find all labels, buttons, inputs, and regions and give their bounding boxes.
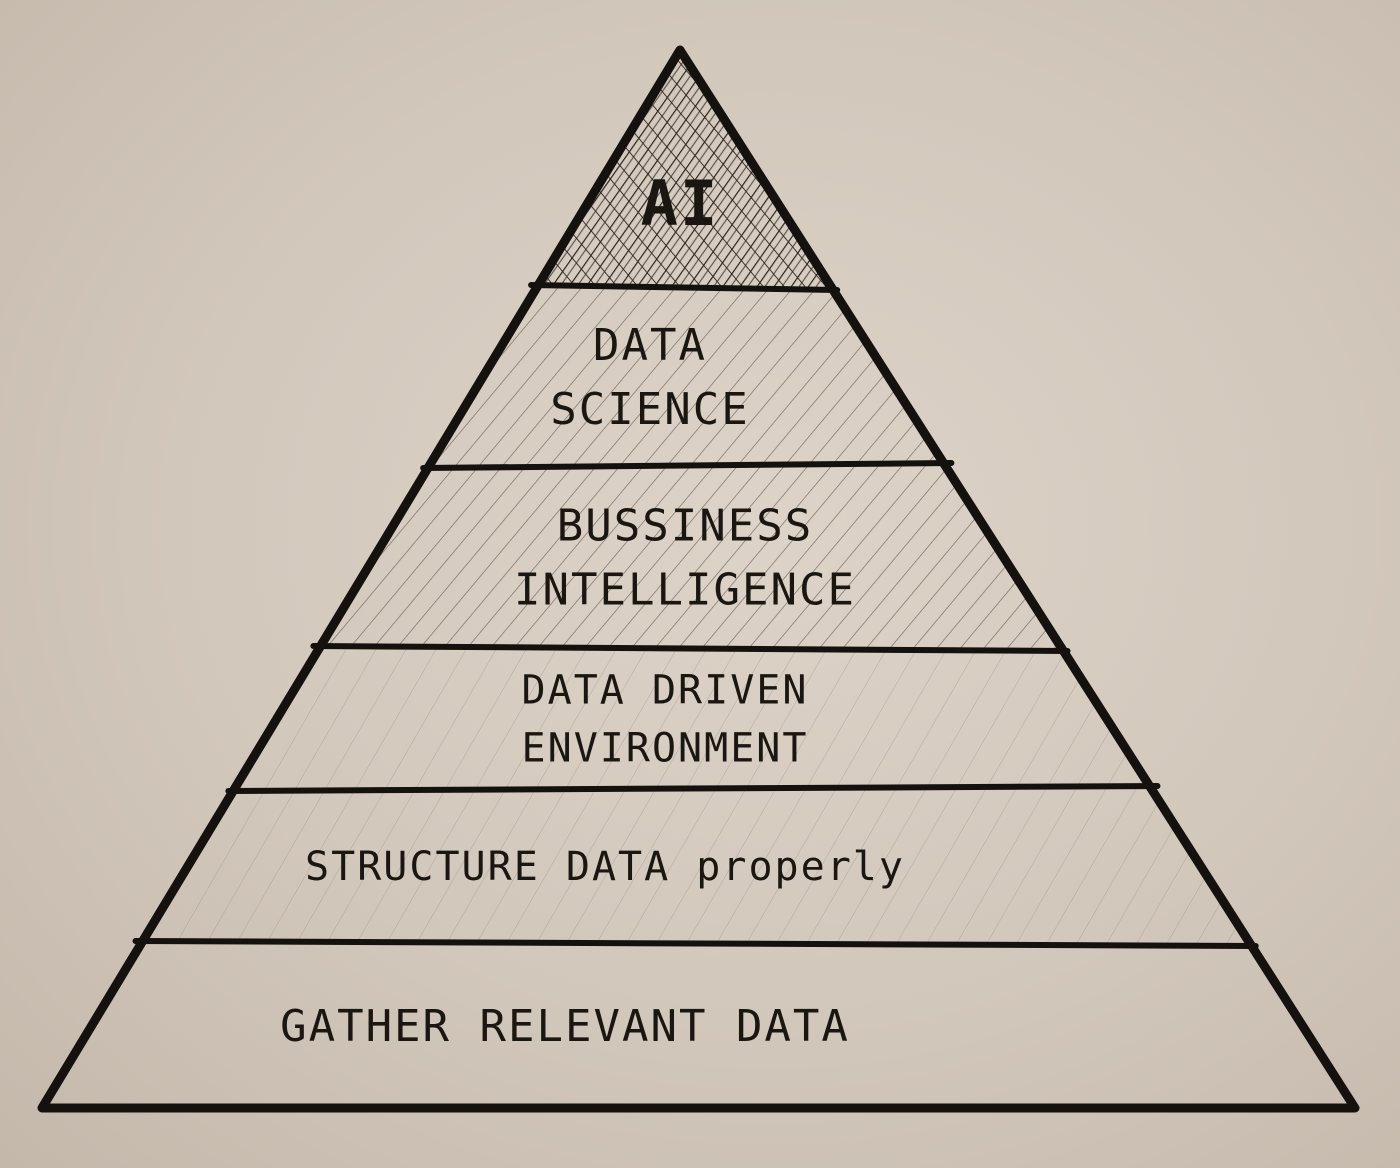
tier-2-label-line-2: SCIENCE	[550, 384, 749, 435]
tier-1-label-line-1: AI	[641, 167, 720, 240]
tier-3-hatch	[319, 466, 1062, 648]
tier-divider-1	[528, 282, 841, 293]
tier-4-label-line-2: ENVIRONMENT	[522, 726, 809, 772]
tier-divider-5	[132, 938, 1259, 949]
pyramid-tiers	[141, 50, 1250, 943]
tier-5-hatch	[141, 789, 1250, 943]
pyramid-outline	[37, 45, 1360, 1113]
tier-divider-2	[420, 460, 955, 471]
tier-divider-3	[310, 643, 1071, 654]
tier-1-hatch-2	[537, 50, 832, 287]
tier-2-hatch	[429, 287, 946, 466]
tier-6-label-line-1: GATHER RELEVANT DATA	[280, 1001, 850, 1052]
tier-4-label-line-1: DATA DRIVEN	[522, 668, 809, 714]
tier-2-label-line-1: DATA	[593, 320, 707, 371]
tier-divider-4	[225, 783, 1161, 794]
tier-dividers	[132, 282, 1259, 949]
tier-3-label-line-2: INTELLIGENCE	[514, 564, 856, 615]
tier-3-label-line-1: BUSSINESS	[557, 501, 813, 552]
tier-4-hatch	[234, 648, 1152, 789]
tier-5-label-line-1: STRUCTURE DATA properly	[305, 844, 905, 890]
tier-labels: AI DATA SCIENCE BUSSINESS INTELLIGENCE DATA D…	[280, 167, 905, 1052]
